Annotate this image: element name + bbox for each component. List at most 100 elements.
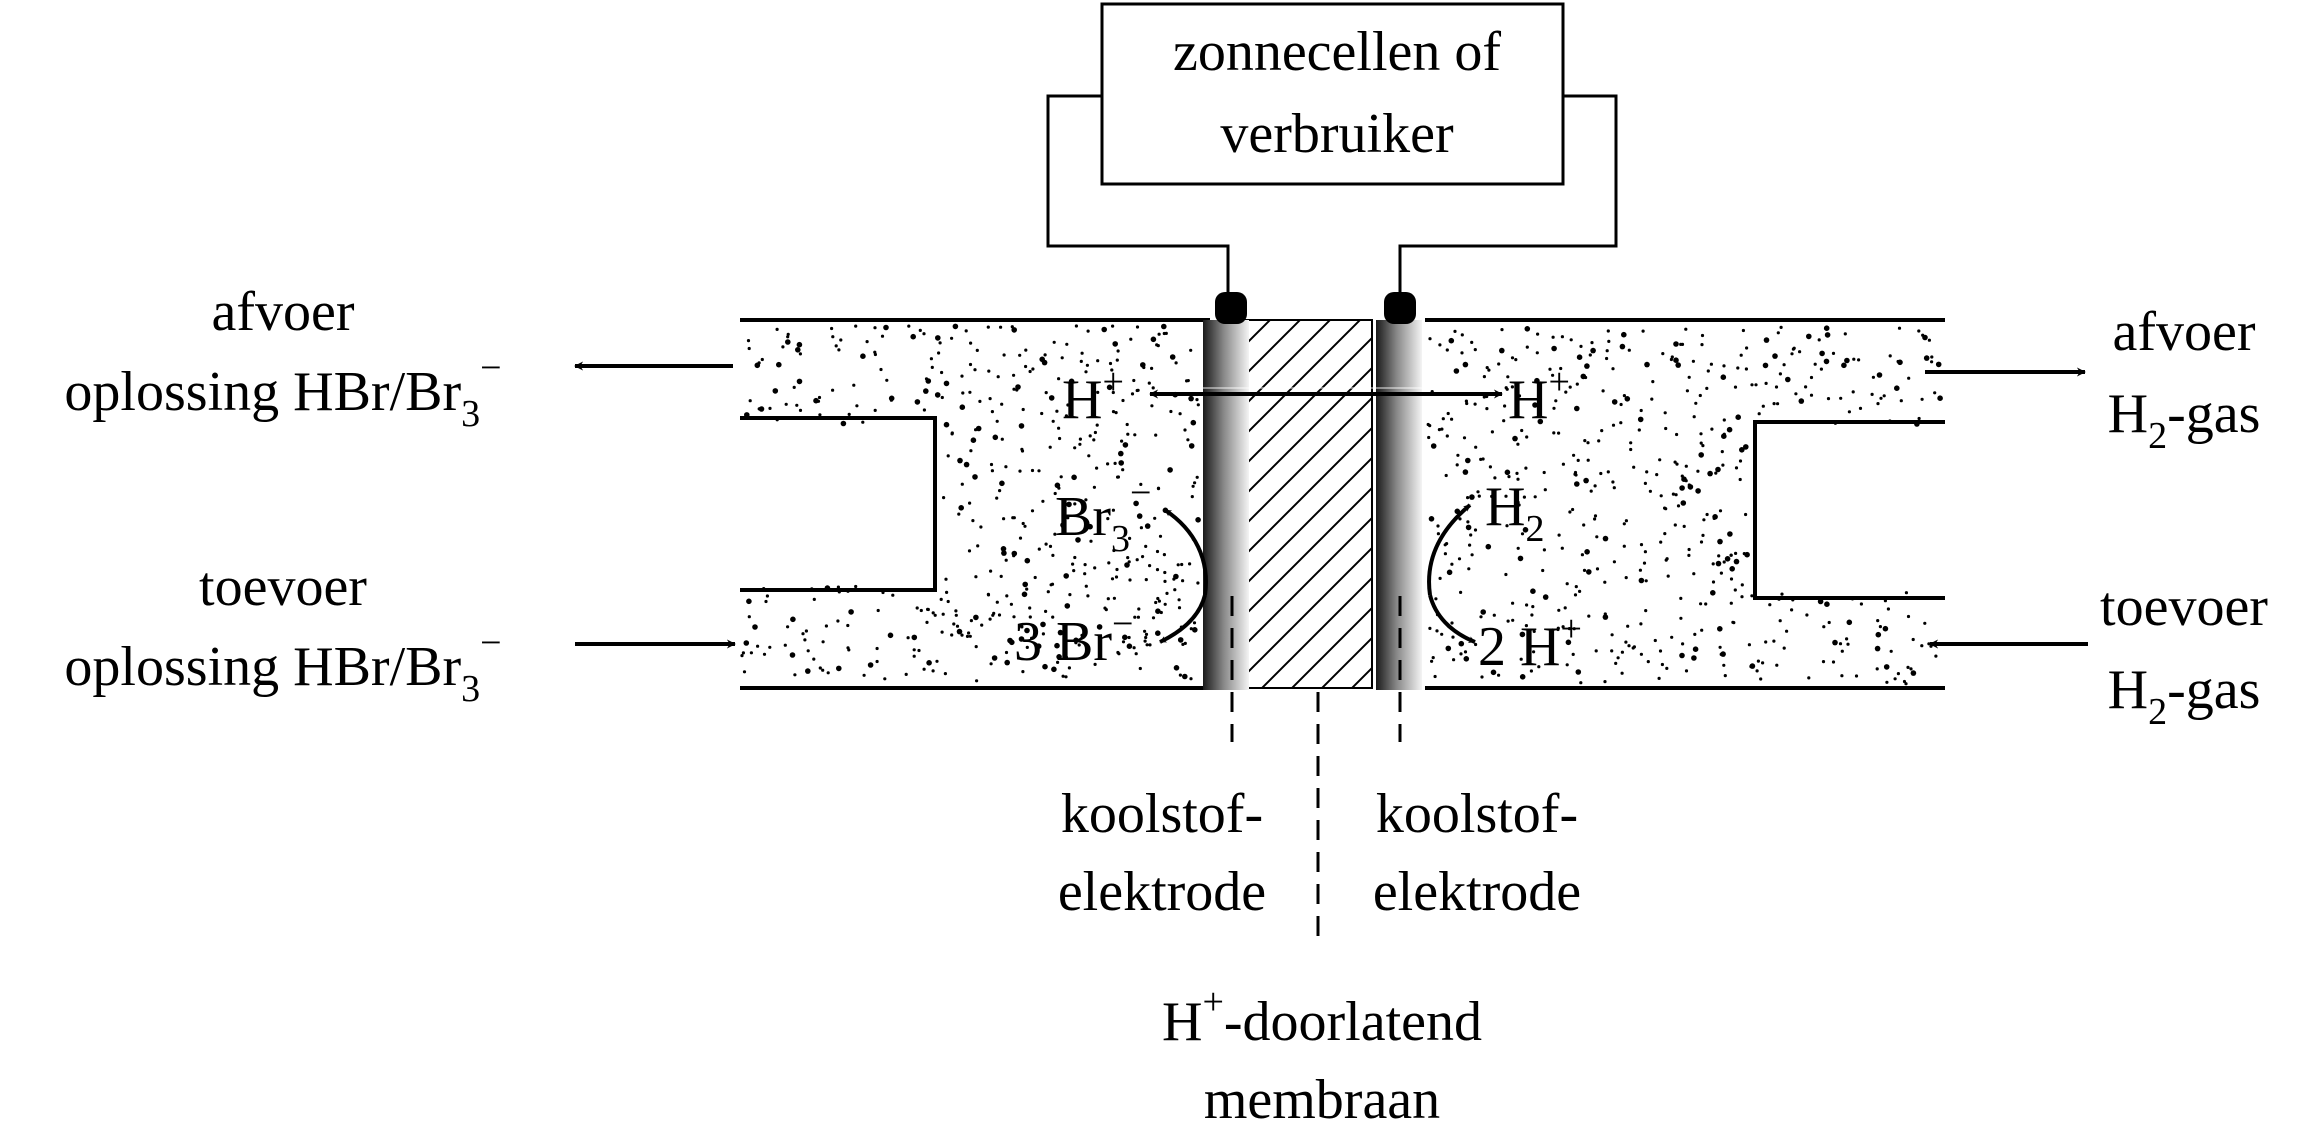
stipple-dot bbox=[960, 374, 964, 378]
stipple-dot bbox=[1718, 645, 1722, 649]
stipple-dot bbox=[1579, 344, 1583, 348]
stipple-dot bbox=[1840, 674, 1844, 678]
membrane-label-line1: H+-doorlatend bbox=[1162, 981, 1482, 1053]
stipple-dot bbox=[952, 323, 959, 330]
stipple-dot bbox=[1595, 567, 1600, 571]
stipple-dot bbox=[1037, 547, 1041, 551]
stipple-dot bbox=[1878, 625, 1882, 629]
stipple-dot bbox=[987, 369, 991, 373]
stipple-dot bbox=[1539, 381, 1543, 385]
stipple-dot bbox=[1665, 666, 1669, 671]
stipple-dot bbox=[1135, 325, 1140, 329]
stipple-dot bbox=[854, 584, 858, 589]
stipple-dot bbox=[1620, 650, 1624, 654]
stipple-dot bbox=[796, 378, 803, 385]
stipple-dot bbox=[957, 457, 963, 464]
stipple-dot bbox=[1663, 532, 1667, 536]
stipple-dot bbox=[1889, 649, 1893, 653]
stipple-dot bbox=[821, 640, 825, 644]
stipple-dot bbox=[1153, 516, 1157, 520]
stipple-dot bbox=[1673, 357, 1679, 364]
stipple-dot bbox=[1192, 627, 1198, 633]
stipple-dot bbox=[1488, 465, 1492, 469]
stipple-dot bbox=[1920, 644, 1924, 648]
stipple-dot bbox=[1021, 407, 1025, 412]
stipple-dot bbox=[1660, 662, 1664, 667]
stipple-dot bbox=[1126, 643, 1133, 649]
stipple-dot bbox=[1733, 385, 1738, 389]
stipple-dot bbox=[772, 388, 779, 394]
stipple-dot bbox=[1611, 399, 1618, 405]
stipple-dot bbox=[1457, 557, 1462, 561]
stipple-dot bbox=[1505, 387, 1509, 391]
stipple-dot bbox=[1531, 605, 1535, 609]
stipple-dot bbox=[875, 659, 879, 664]
stipple-dot bbox=[885, 378, 889, 382]
stipple-dot bbox=[1116, 349, 1120, 353]
stipple-dot bbox=[831, 388, 835, 392]
stipple-dot bbox=[1580, 553, 1584, 557]
stipple-dot bbox=[795, 403, 799, 407]
stipple-dot bbox=[980, 623, 984, 627]
stipple-dot bbox=[1917, 329, 1921, 333]
stipple-dot bbox=[836, 619, 840, 623]
stipple-dot bbox=[1009, 639, 1015, 646]
stipple-dot bbox=[1030, 509, 1035, 513]
stipple-dot bbox=[818, 666, 822, 670]
stipple-dot bbox=[873, 352, 878, 357]
stipple-dot bbox=[1840, 649, 1844, 653]
stipple-dot bbox=[1178, 673, 1182, 677]
stipple-dot bbox=[1452, 658, 1456, 662]
stipple-dot bbox=[1463, 650, 1468, 654]
stipple-dot bbox=[1687, 375, 1691, 379]
stipple-dot bbox=[1762, 362, 1769, 369]
stipple-dot bbox=[1906, 665, 1910, 670]
stipple-dot bbox=[1061, 674, 1065, 678]
stipple-dot bbox=[1095, 466, 1099, 470]
stipple-dot bbox=[1132, 646, 1136, 650]
stipple-dot bbox=[950, 633, 954, 637]
stipple-dot bbox=[1071, 474, 1077, 481]
stipple-dot bbox=[1852, 357, 1856, 361]
stipple-dot bbox=[1699, 441, 1703, 445]
stipple-dot bbox=[795, 347, 801, 353]
stipple-dot bbox=[1189, 677, 1193, 681]
left-compartment bbox=[740, 322, 1210, 690]
stipple-dot bbox=[1196, 403, 1200, 407]
stipple-dot bbox=[1720, 651, 1726, 657]
stipple-dot bbox=[1468, 543, 1472, 547]
stipple-dot bbox=[1087, 523, 1093, 530]
stipple-dot bbox=[1469, 533, 1473, 537]
stipple-dot bbox=[1578, 589, 1582, 594]
stipple-dot bbox=[1078, 437, 1082, 441]
stipple-dot bbox=[1428, 516, 1435, 522]
stipple-dot bbox=[1504, 469, 1511, 476]
stipple-dot bbox=[1761, 661, 1765, 665]
stipple-dot bbox=[1709, 362, 1713, 366]
electrode-left bbox=[1203, 320, 1249, 690]
stipple-dot bbox=[1627, 348, 1631, 352]
stipple-dot bbox=[1917, 416, 1921, 421]
stipple-dot bbox=[970, 437, 977, 444]
stipple-dot bbox=[961, 391, 965, 395]
stipple-dot bbox=[1196, 581, 1200, 585]
stipple-dot bbox=[1075, 537, 1081, 543]
stipple-dot bbox=[1118, 450, 1124, 457]
stipple-dot bbox=[748, 399, 752, 403]
stipple-dot bbox=[1930, 360, 1934, 364]
stipple-dot bbox=[1624, 519, 1628, 523]
stipple-dot bbox=[1638, 568, 1642, 572]
stipple-dot bbox=[989, 662, 993, 666]
stipple-dot bbox=[1739, 447, 1745, 453]
stipple-dot bbox=[1018, 353, 1022, 357]
stipple-dot bbox=[1044, 542, 1048, 546]
stipple-dot bbox=[1163, 602, 1167, 606]
stipple-dot bbox=[1699, 432, 1703, 436]
stipple-dot bbox=[762, 652, 767, 656]
stipple-dot bbox=[826, 671, 830, 675]
box-label-line1: zonnecellen of bbox=[1173, 21, 1501, 83]
stipple-dot bbox=[1136, 388, 1140, 392]
stipple-dot bbox=[1048, 395, 1055, 401]
stipple-dot bbox=[1057, 486, 1061, 490]
stipple-dot bbox=[1055, 409, 1059, 413]
